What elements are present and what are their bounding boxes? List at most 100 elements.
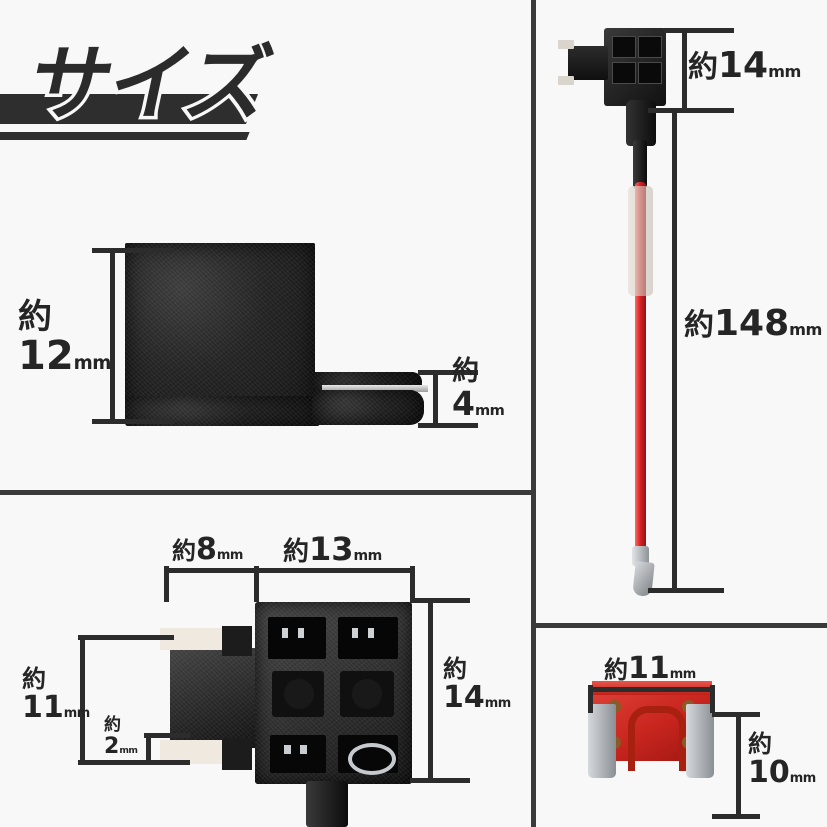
socket-bay-top-left [268,617,326,659]
dim-value-fuse-10mm: 10 [748,755,790,790]
tap-shoulder-top [222,626,252,656]
dim-approx-14mm-right: 約 [688,50,718,85]
dim-cap-fuse-10mm-top [712,712,760,717]
crimp-barrel [632,546,649,566]
dim-line-4mm [433,372,438,426]
dim-unit-12mm: mm [73,353,112,374]
tap-texture [170,648,262,748]
blade-tap-left [568,46,608,80]
panel-full-assembly: 約14mm 約148mm [536,0,827,623]
dim-cap-14mm-front-top [410,598,470,603]
tap-body-left [170,648,262,748]
blade-tab-lower [312,390,424,425]
dim-label-8mm: 約8mm [172,535,243,565]
dim-value-8mm: 8 [196,532,217,567]
dim-line-8mm [166,568,258,573]
dim-approx-14mm-front: 約 [443,655,467,683]
dim-unit-fuse-11mm: mm [669,667,697,682]
dim-approx-12mm: 約 [18,297,52,337]
dim-cap-148mm-bottom [648,588,724,593]
fuse-blade-left [588,704,616,778]
dim-unit-14mm-front: mm [484,696,512,711]
dim-line-11mm [80,637,85,765]
tap-tab-top [160,628,232,650]
holder-body-side [125,243,315,423]
tap-shoulder-bottom [222,738,252,770]
dim-line-2mm [146,735,151,765]
dim-label-14mm-front: 約 14mm [443,657,511,713]
dim-approx-11mm: 約 [22,665,46,693]
blade-metal-strip [322,385,428,392]
blade-tip-lower [558,76,574,85]
contact-pin-2 [298,628,304,638]
dim-unit-2mm: mm [119,745,138,756]
socket-cavity-top-right [638,36,662,58]
dim-approx-fuse-11mm: 約 [604,656,628,684]
dim-cap-fuse-11mm-right [710,685,715,713]
socket-cavity-top-left [612,36,636,58]
dim-label-11mm: 約 11mm [22,667,90,723]
contact-pin-6 [300,745,307,754]
panel-fuse-view: 約11mm 約 10mm [536,628,827,827]
blade-tip-upper [558,40,574,49]
dim-line-fuse-11mm [590,687,714,692]
dim-value-14mm-right: 14 [718,45,769,86]
dim-cap-14mm-front-bottom [410,778,470,783]
dim-line-13mm [256,568,414,573]
heatshrink-sleeve [628,186,653,296]
panel-side-view: 約 12mm 約 4mm [0,0,531,490]
dim-value-14mm-front: 14 [443,680,485,715]
dim-cap-4mm-top [418,370,478,375]
dim-label-fuse-11mm: 約11mm [604,654,696,684]
dim-unit-13mm: mm [353,548,383,564]
dim-cap-8mm-right [254,566,259,602]
dim-line-14mm-front [428,600,433,782]
dim-unit-4mm: mm [474,402,505,419]
dim-line-14mm-right [682,30,687,112]
holder-body-lip [125,396,320,426]
dim-cap-14mm-bottom [664,108,734,113]
dim-value-11mm: 11 [22,690,64,725]
dim-cap-2mm-top [144,733,190,738]
dim-cap-2mm-bottom [144,760,190,765]
dim-label-2mm: 約 2mm [104,715,138,759]
panel-front-view: 約8mm 約13mm 約 11mm 約 2mm 約 14mm [0,495,531,827]
dim-cap-fuse-10mm-bottom [712,814,760,819]
fuse-blade-right [686,704,714,778]
dim-unit-11mm: mm [63,706,91,721]
surface-texture-tab2 [312,390,424,425]
dim-unit-fuse-10mm: mm [789,771,817,786]
wire-red [635,182,646,552]
socket-bay-bottom-left [270,735,326,773]
dim-value-148mm: 148 [714,303,790,344]
dim-cap-12mm-bottom [92,419,174,424]
dim-approx-148mm: 約 [684,308,714,343]
dim-unit-8mm: mm [216,548,244,563]
divider-vertical-main [531,0,536,827]
contact-clip-spring [348,743,396,775]
divider-horizontal-left [0,490,531,495]
dim-label-fuse-10mm: 約 10mm [748,732,816,788]
dim-cap-11mm-bottom [78,760,174,765]
dim-cap-4mm-bottom [418,423,478,428]
socket-cavity-bottom-right [638,62,662,84]
dim-approx-13mm: 約 [283,537,310,567]
dim-approx-4mm: 約 [452,356,479,387]
dim-value-2mm: 2 [104,734,120,759]
dim-label-12mm: 約 12mm [18,300,111,376]
strain-relief-boot [626,100,656,146]
surface-texture [125,243,315,423]
dim-approx-2mm: 約 [104,715,121,735]
dim-value-13mm: 13 [309,530,354,568]
dim-line-fuse-10mm [736,714,741,818]
dim-cap-13mm-right [410,566,415,602]
dim-label-148mm: 約148mm [684,306,822,342]
contact-pin-3 [352,628,358,638]
dim-cap-8mm-left [164,566,169,602]
dim-approx-8mm: 約 [172,537,196,565]
dim-label-4mm: 約 4mm [452,356,505,420]
dim-cap-fuse-11mm-left [588,685,593,713]
dim-line-148mm [672,110,677,592]
dim-line-12mm [110,250,115,422]
